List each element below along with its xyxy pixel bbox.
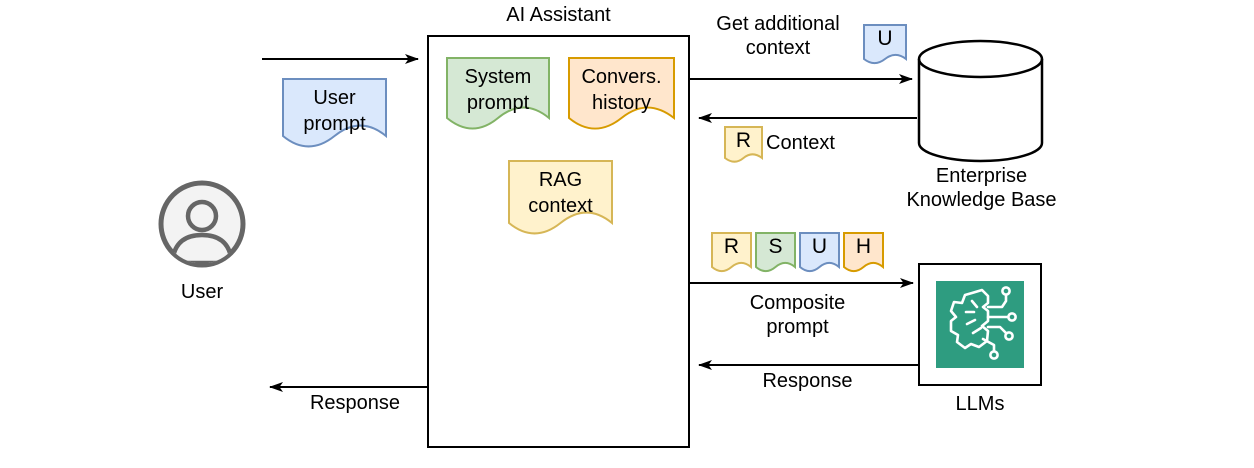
brain-circuit-icon [936,281,1024,368]
llms-box [918,263,1042,386]
user-prompt-label: User prompt [303,87,366,135]
system-prompt-label: System prompt [464,66,532,114]
tag-letter: R [723,235,740,258]
composite-tag-s: S [755,232,796,277]
database-cylinder-icon [917,39,1044,163]
composite-prompt-label: Composite prompt [749,292,846,339]
tag-letter: H [855,235,872,258]
knowledge-base-label: Enterprise Knowledge Base [906,165,1057,212]
composite-tag-h: H [843,232,884,277]
user-prompt-tag: U [863,24,907,69]
conversation-history-label: Convers. history [581,66,662,114]
user-prompt-document: User prompt [282,78,387,155]
user-avatar-icon [158,180,246,268]
get-additional-context-label: Get additional context [716,13,840,60]
llms-label: LLMs [955,393,1005,415]
tag-letter: R [735,129,752,152]
tag-letter: S [768,235,783,258]
user-label: User [180,281,224,303]
rag-context-tag: R [724,126,763,168]
system-prompt-document: System prompt [446,57,550,138]
conversation-history-document: Convers. history [568,57,675,138]
composite-prompt-tags: R S U H [711,232,884,277]
ai-assistant-title: AI Assistant [506,4,611,26]
tag-letter: U [877,27,893,50]
composite-tag-r: R [711,232,752,277]
rag-context-label: RAG context [528,169,593,217]
tag-letter: U [811,235,828,258]
rag-context-document: RAG context [508,160,613,243]
composite-tag-u: U [799,232,840,277]
llm-response-label: Response [762,370,853,392]
context-label: Context [766,132,835,154]
user-response-label: Response [309,392,401,414]
